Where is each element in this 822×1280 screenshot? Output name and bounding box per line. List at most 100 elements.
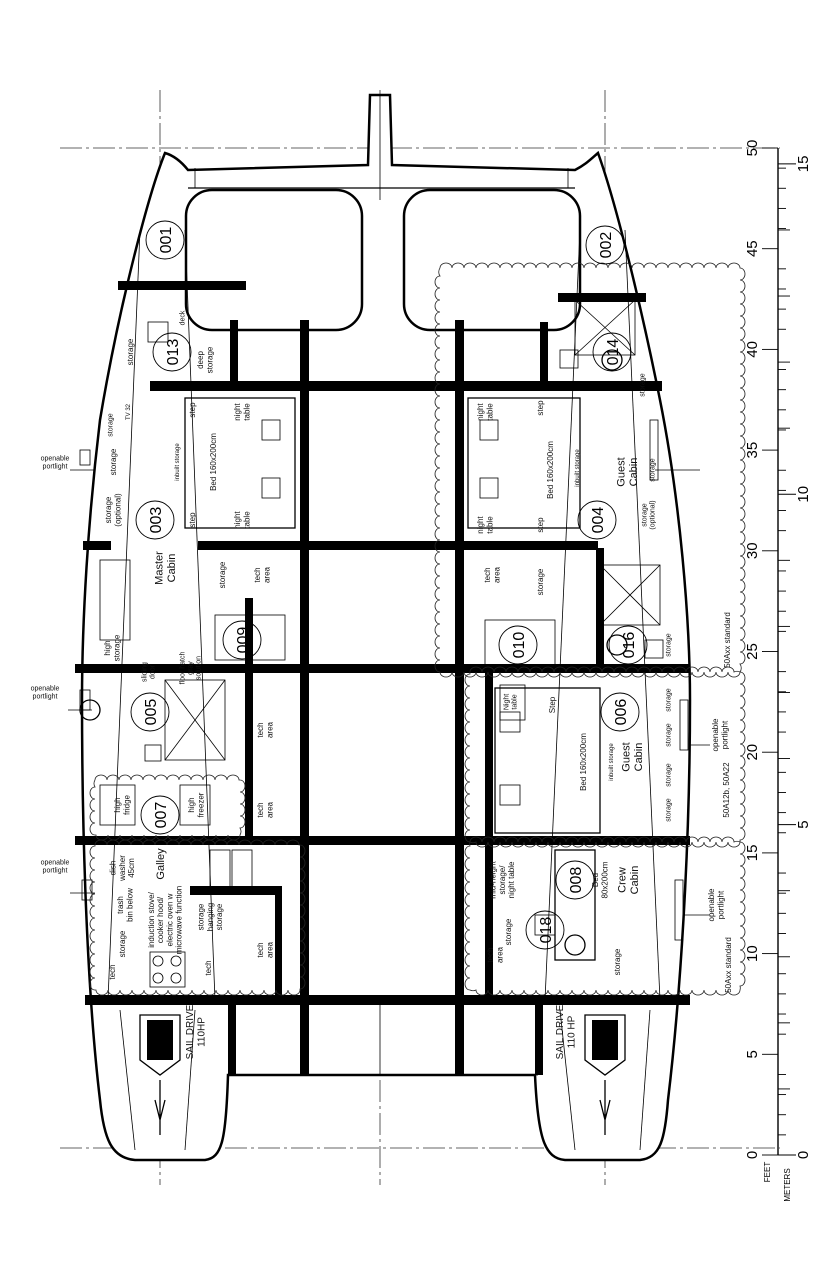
- room-label: 50Axx standard: [724, 937, 733, 993]
- room-label: storage: [218, 561, 227, 588]
- label-line: area: [265, 801, 274, 818]
- label-line: 110HP: [196, 1017, 207, 1047]
- label-line: bin below: [125, 888, 134, 922]
- trampoline-right: [402, 188, 582, 332]
- label-line: portlight: [43, 463, 68, 470]
- shower: [164, 679, 226, 761]
- label-line: Bed 160x200cm: [579, 733, 588, 791]
- label-line: TV 32: [126, 403, 132, 420]
- label-line: microwave function: [175, 886, 184, 954]
- room-number: 007: [153, 802, 170, 829]
- label-line: table: [511, 694, 518, 709]
- label-line: storage: [649, 458, 656, 481]
- label-line: Bed 160x200cm: [209, 433, 218, 491]
- engine-right: [584, 1014, 626, 1135]
- label-line: openable: [707, 888, 716, 921]
- room-number: 003: [148, 507, 165, 534]
- room-label: CrewCabin: [617, 866, 642, 895]
- hanging-rail: [499, 684, 526, 721]
- cooktop: [149, 951, 186, 988]
- room-label: storage: [126, 338, 135, 365]
- room-label: trashbin below: [116, 888, 134, 922]
- label-line: sliding: [141, 662, 148, 682]
- room-label: Bed 160x200cm: [209, 433, 218, 491]
- room-label: step: [188, 402, 197, 418]
- feet-unit-label: FEET: [763, 1162, 772, 1183]
- label-line: tech: [108, 964, 117, 979]
- label-line: tech: [486, 947, 495, 962]
- fridge: [99, 784, 136, 826]
- label-line: 50A12b, 50A22: [722, 762, 731, 818]
- room-number: 008: [568, 867, 585, 894]
- room-label: storage: [504, 918, 513, 945]
- label-line: inbuilt storage: [575, 449, 581, 487]
- label-line: Bed: [591, 873, 600, 887]
- pillow: [479, 477, 499, 499]
- label-line: area: [265, 721, 274, 738]
- leader-lines: [68, 469, 710, 916]
- room-label: highfreezer: [187, 792, 205, 817]
- room-label: nighttable: [476, 403, 494, 421]
- room-number: 018: [538, 917, 555, 944]
- guest-bed-aft: [494, 687, 601, 834]
- room-number: 014: [605, 339, 622, 366]
- label-line: storage: [536, 568, 545, 595]
- room-label: Nighttable: [503, 694, 518, 710]
- feet-label: 50: [744, 140, 761, 157]
- label-line: tech: [253, 567, 262, 582]
- room-label: storage: [109, 448, 118, 475]
- feet-label: 25: [744, 643, 761, 660]
- room-number-tag: 005: [130, 692, 170, 732]
- sink: [644, 639, 664, 659]
- room-label: inbuilt storage: [609, 743, 615, 781]
- room-label: techarea: [253, 566, 271, 583]
- room-label: storage: [536, 568, 545, 595]
- hanging-rail: [99, 559, 131, 641]
- master-bed: [184, 397, 296, 529]
- label-line: Crew: [617, 867, 629, 893]
- label-line: Cabin: [166, 554, 178, 583]
- room-label: techarea: [483, 566, 501, 583]
- label-line: openable: [41, 859, 70, 866]
- label-line: (optional): [113, 493, 122, 527]
- room-label: step: [536, 517, 545, 533]
- label-line: storage/: [498, 865, 507, 895]
- label-line: freezer: [196, 792, 205, 817]
- label-line: gray: [187, 661, 194, 675]
- room-number-tag: 001: [145, 220, 185, 260]
- room-label: tech: [108, 964, 117, 979]
- label-line: openable: [41, 455, 70, 462]
- room-number-tag: 014: [592, 332, 632, 372]
- portlight: [674, 879, 684, 941]
- room-label: induction stove/cooker hood/electric ove…: [147, 886, 184, 954]
- label-line: electric oven w: [165, 893, 174, 946]
- feet-label: 20: [744, 744, 761, 761]
- meter-label: 15: [795, 156, 812, 173]
- sink: [147, 321, 169, 343]
- label-line: induction stove/: [147, 891, 156, 947]
- label-line: floor hatch: [179, 652, 186, 685]
- label-line: storage: [107, 413, 114, 436]
- pillow: [261, 419, 281, 441]
- room-label: nighttable: [233, 511, 251, 529]
- room-label: inbuilt storage: [575, 449, 581, 487]
- shower: [599, 564, 661, 626]
- room-label: 50A12b, 50A22: [722, 762, 731, 818]
- room-label: openableportlight: [707, 888, 725, 921]
- sink: [559, 349, 579, 369]
- room-label: nighttable: [476, 516, 494, 534]
- room-label: Bed80x200cm: [591, 861, 609, 898]
- label-line: table: [485, 516, 494, 534]
- label-line: step: [188, 402, 197, 418]
- berth: [214, 614, 286, 661]
- room-label: SAIL DRIVE110HP: [185, 1004, 208, 1059]
- label-line: Cabin: [628, 458, 640, 487]
- label-line: SAIL DRIVE: [185, 1004, 196, 1059]
- room-number: 009: [235, 627, 252, 654]
- engine-left: [139, 1014, 181, 1135]
- room-label: storage: [665, 763, 672, 786]
